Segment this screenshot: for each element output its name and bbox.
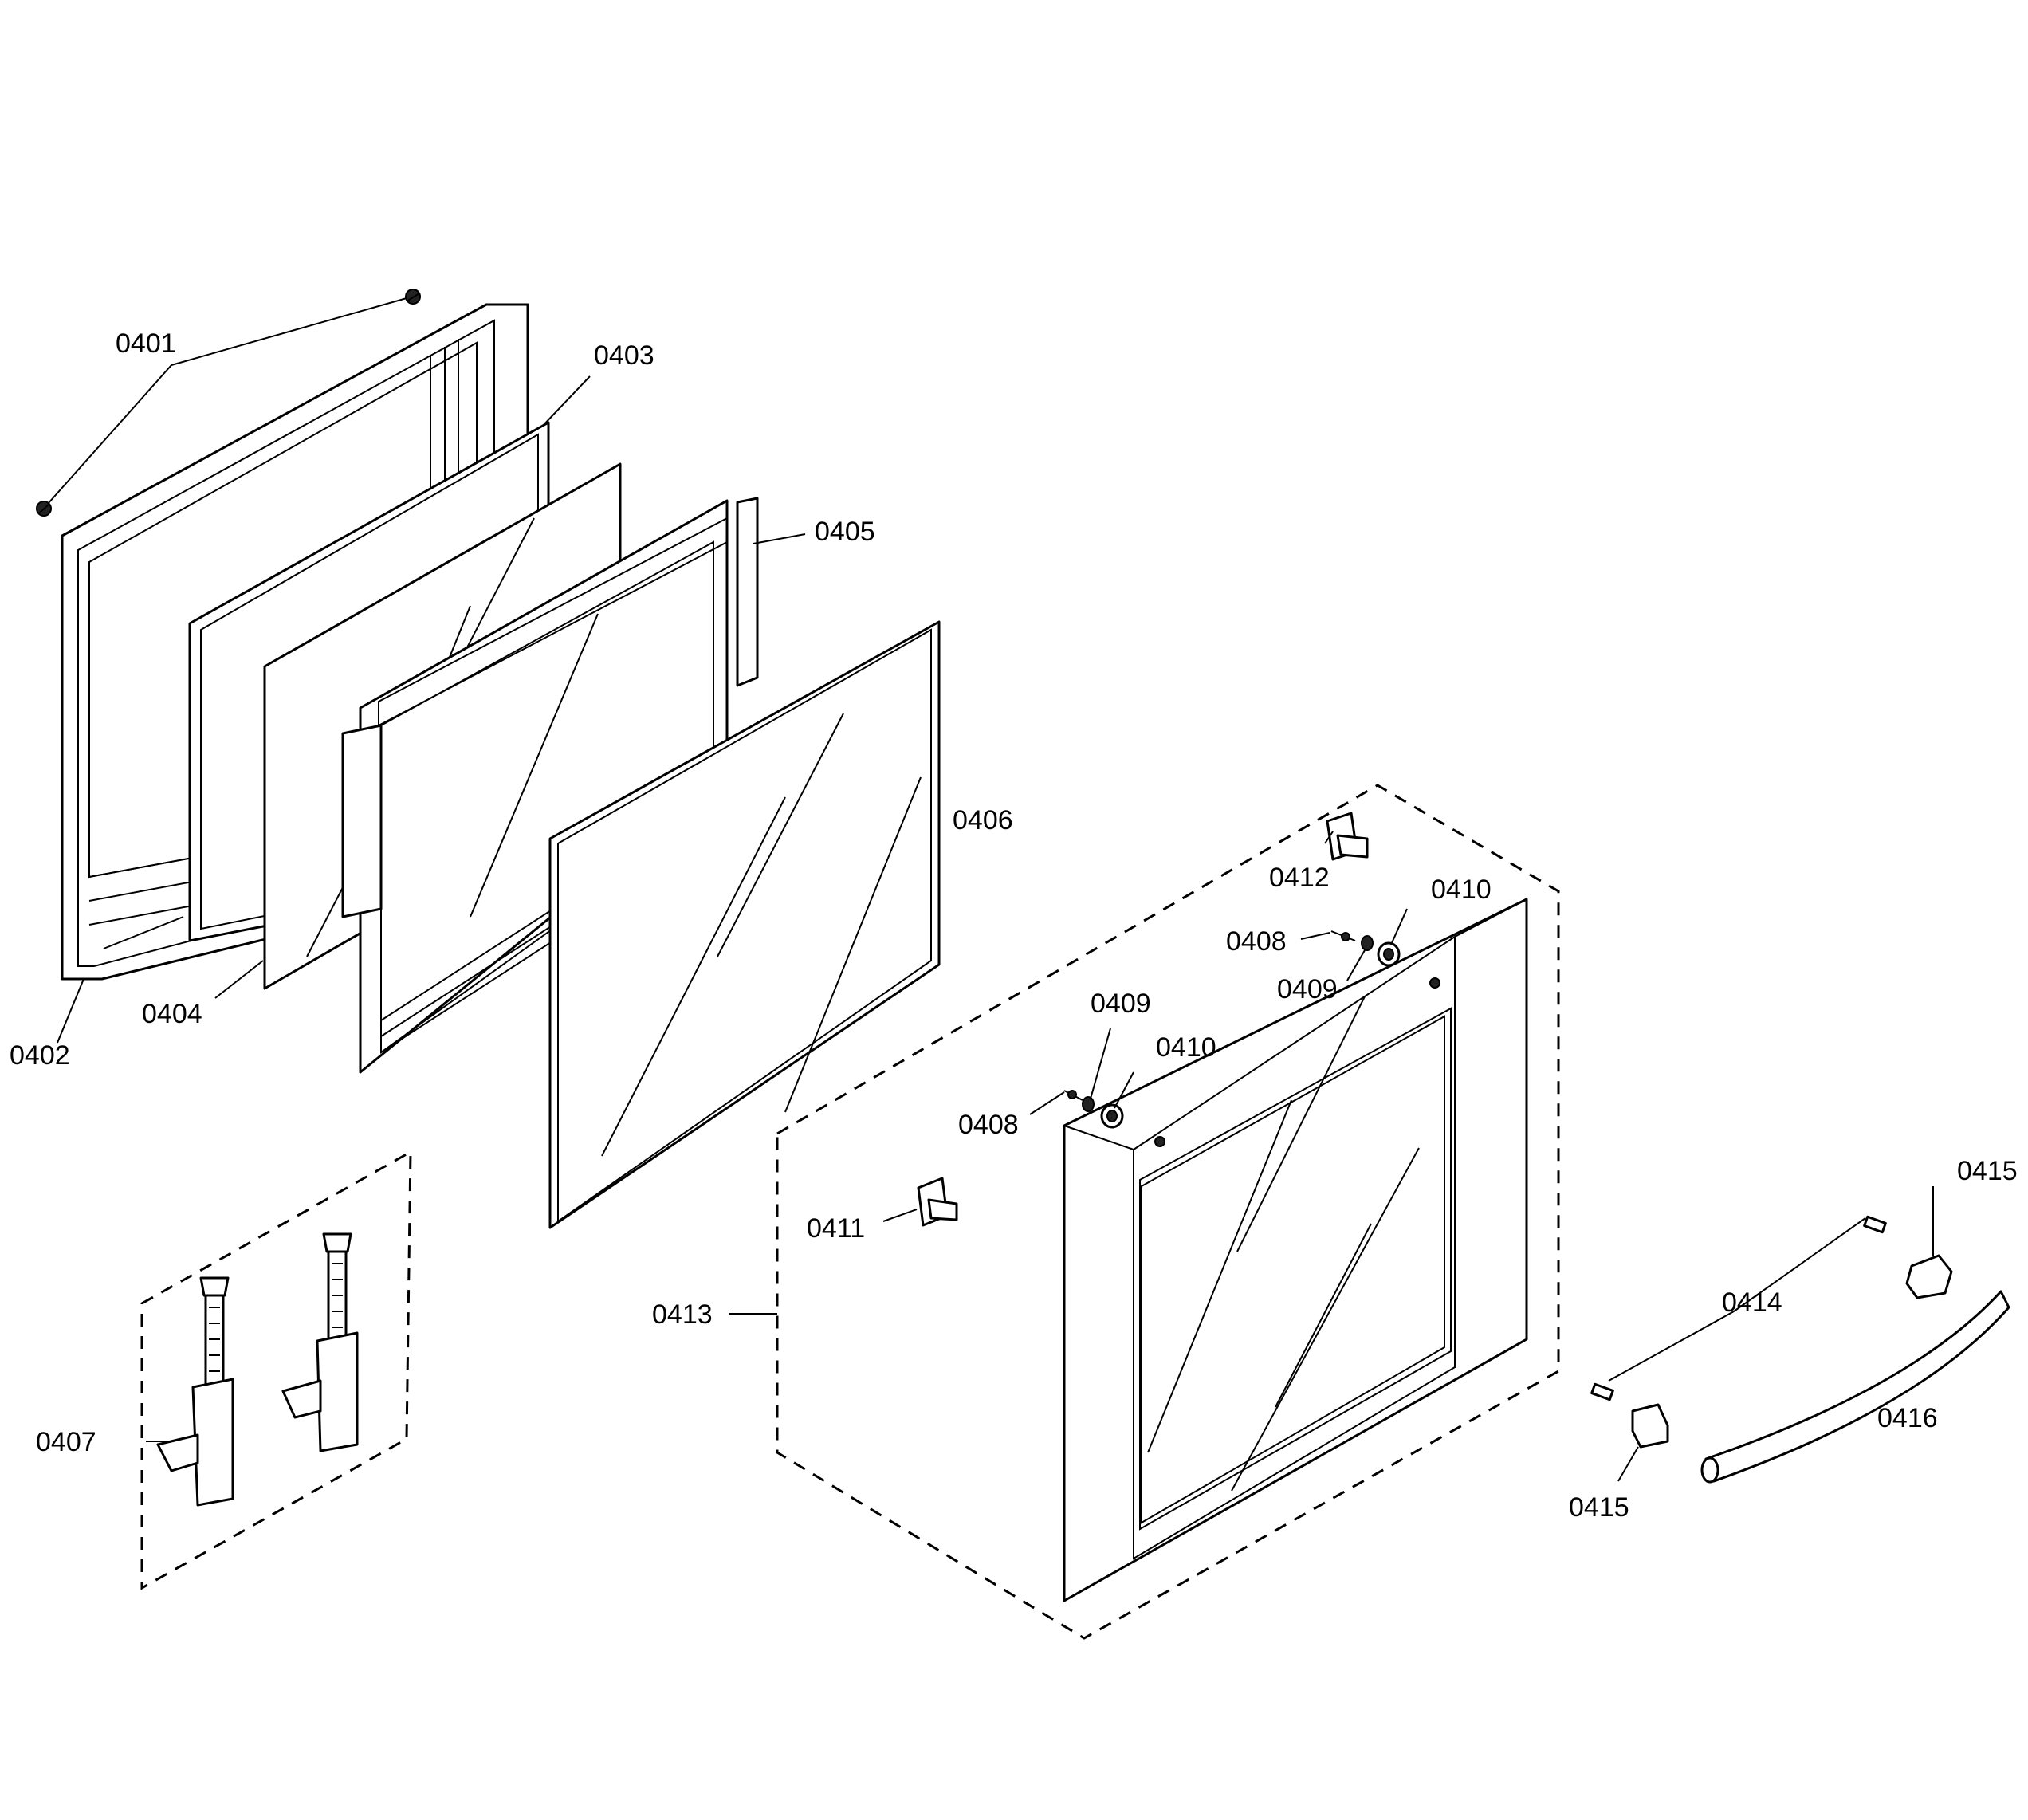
hinge-right (281, 1232, 359, 1452)
label-0404: 0404 (142, 999, 202, 1029)
label-0413: 0413 (652, 1299, 713, 1330)
part-0415-end-cap-left (1631, 1403, 1669, 1449)
label-0410-lower: 0410 (1156, 1032, 1216, 1063)
part-0409-washer-upper (1361, 935, 1374, 951)
label-0401: 0401 (116, 328, 176, 359)
part-0413-outer-door-group (776, 784, 1560, 1640)
label-0411: 0411 (807, 1213, 865, 1244)
part-0412-clip (1326, 812, 1369, 861)
outer-door-panel (1063, 898, 1528, 1602)
part-0410-spacer-upper (1377, 941, 1401, 967)
part-0408-screw-lower (1063, 1090, 1083, 1101)
label-0406: 0406 (953, 805, 1013, 835)
label-0410-upper: 0410 (1431, 875, 1492, 905)
label-0409-lower: 0409 (1091, 989, 1151, 1019)
label-0412: 0412 (1269, 863, 1330, 893)
part-0414-pin-right (1863, 1215, 1887, 1234)
label-0415-lower: 0415 (1569, 1492, 1629, 1523)
part-0407-hinge-group (140, 1150, 412, 1590)
label-0402: 0402 (10, 1040, 70, 1071)
part-0409-washer-lower (1082, 1096, 1095, 1112)
part-0401-screw-top (405, 289, 421, 305)
part-0411-clip (917, 1177, 958, 1227)
part-0408-screw-upper (1330, 930, 1356, 941)
part-0410-spacer-lower (1100, 1103, 1124, 1129)
label-0409-upper: 0409 (1277, 974, 1338, 1004)
leader-lines (47, 297, 1934, 1482)
part-0416-handle (1700, 1290, 2010, 1484)
part-0406-outer-glass (548, 620, 941, 1229)
part-labels: 0401 0402 0403 0404 0405 0406 0407 0408 … (10, 328, 2018, 1523)
label-0403: 0403 (594, 340, 654, 371)
label-0416: 0416 (1877, 1403, 1938, 1433)
part-0401-screw-left (36, 501, 52, 517)
part-0415-end-cap-right (1905, 1254, 1953, 1299)
label-0408-lower: 0408 (958, 1110, 1019, 1140)
hinge-left (156, 1276, 234, 1507)
part-0414-pin-left (1590, 1382, 1614, 1401)
label-0415-upper: 0415 (1957, 1156, 2018, 1186)
label-0408-upper: 0408 (1226, 926, 1287, 957)
label-0407: 0407 (36, 1427, 96, 1457)
label-0405: 0405 (815, 517, 875, 547)
label-0414: 0414 (1722, 1287, 1782, 1318)
